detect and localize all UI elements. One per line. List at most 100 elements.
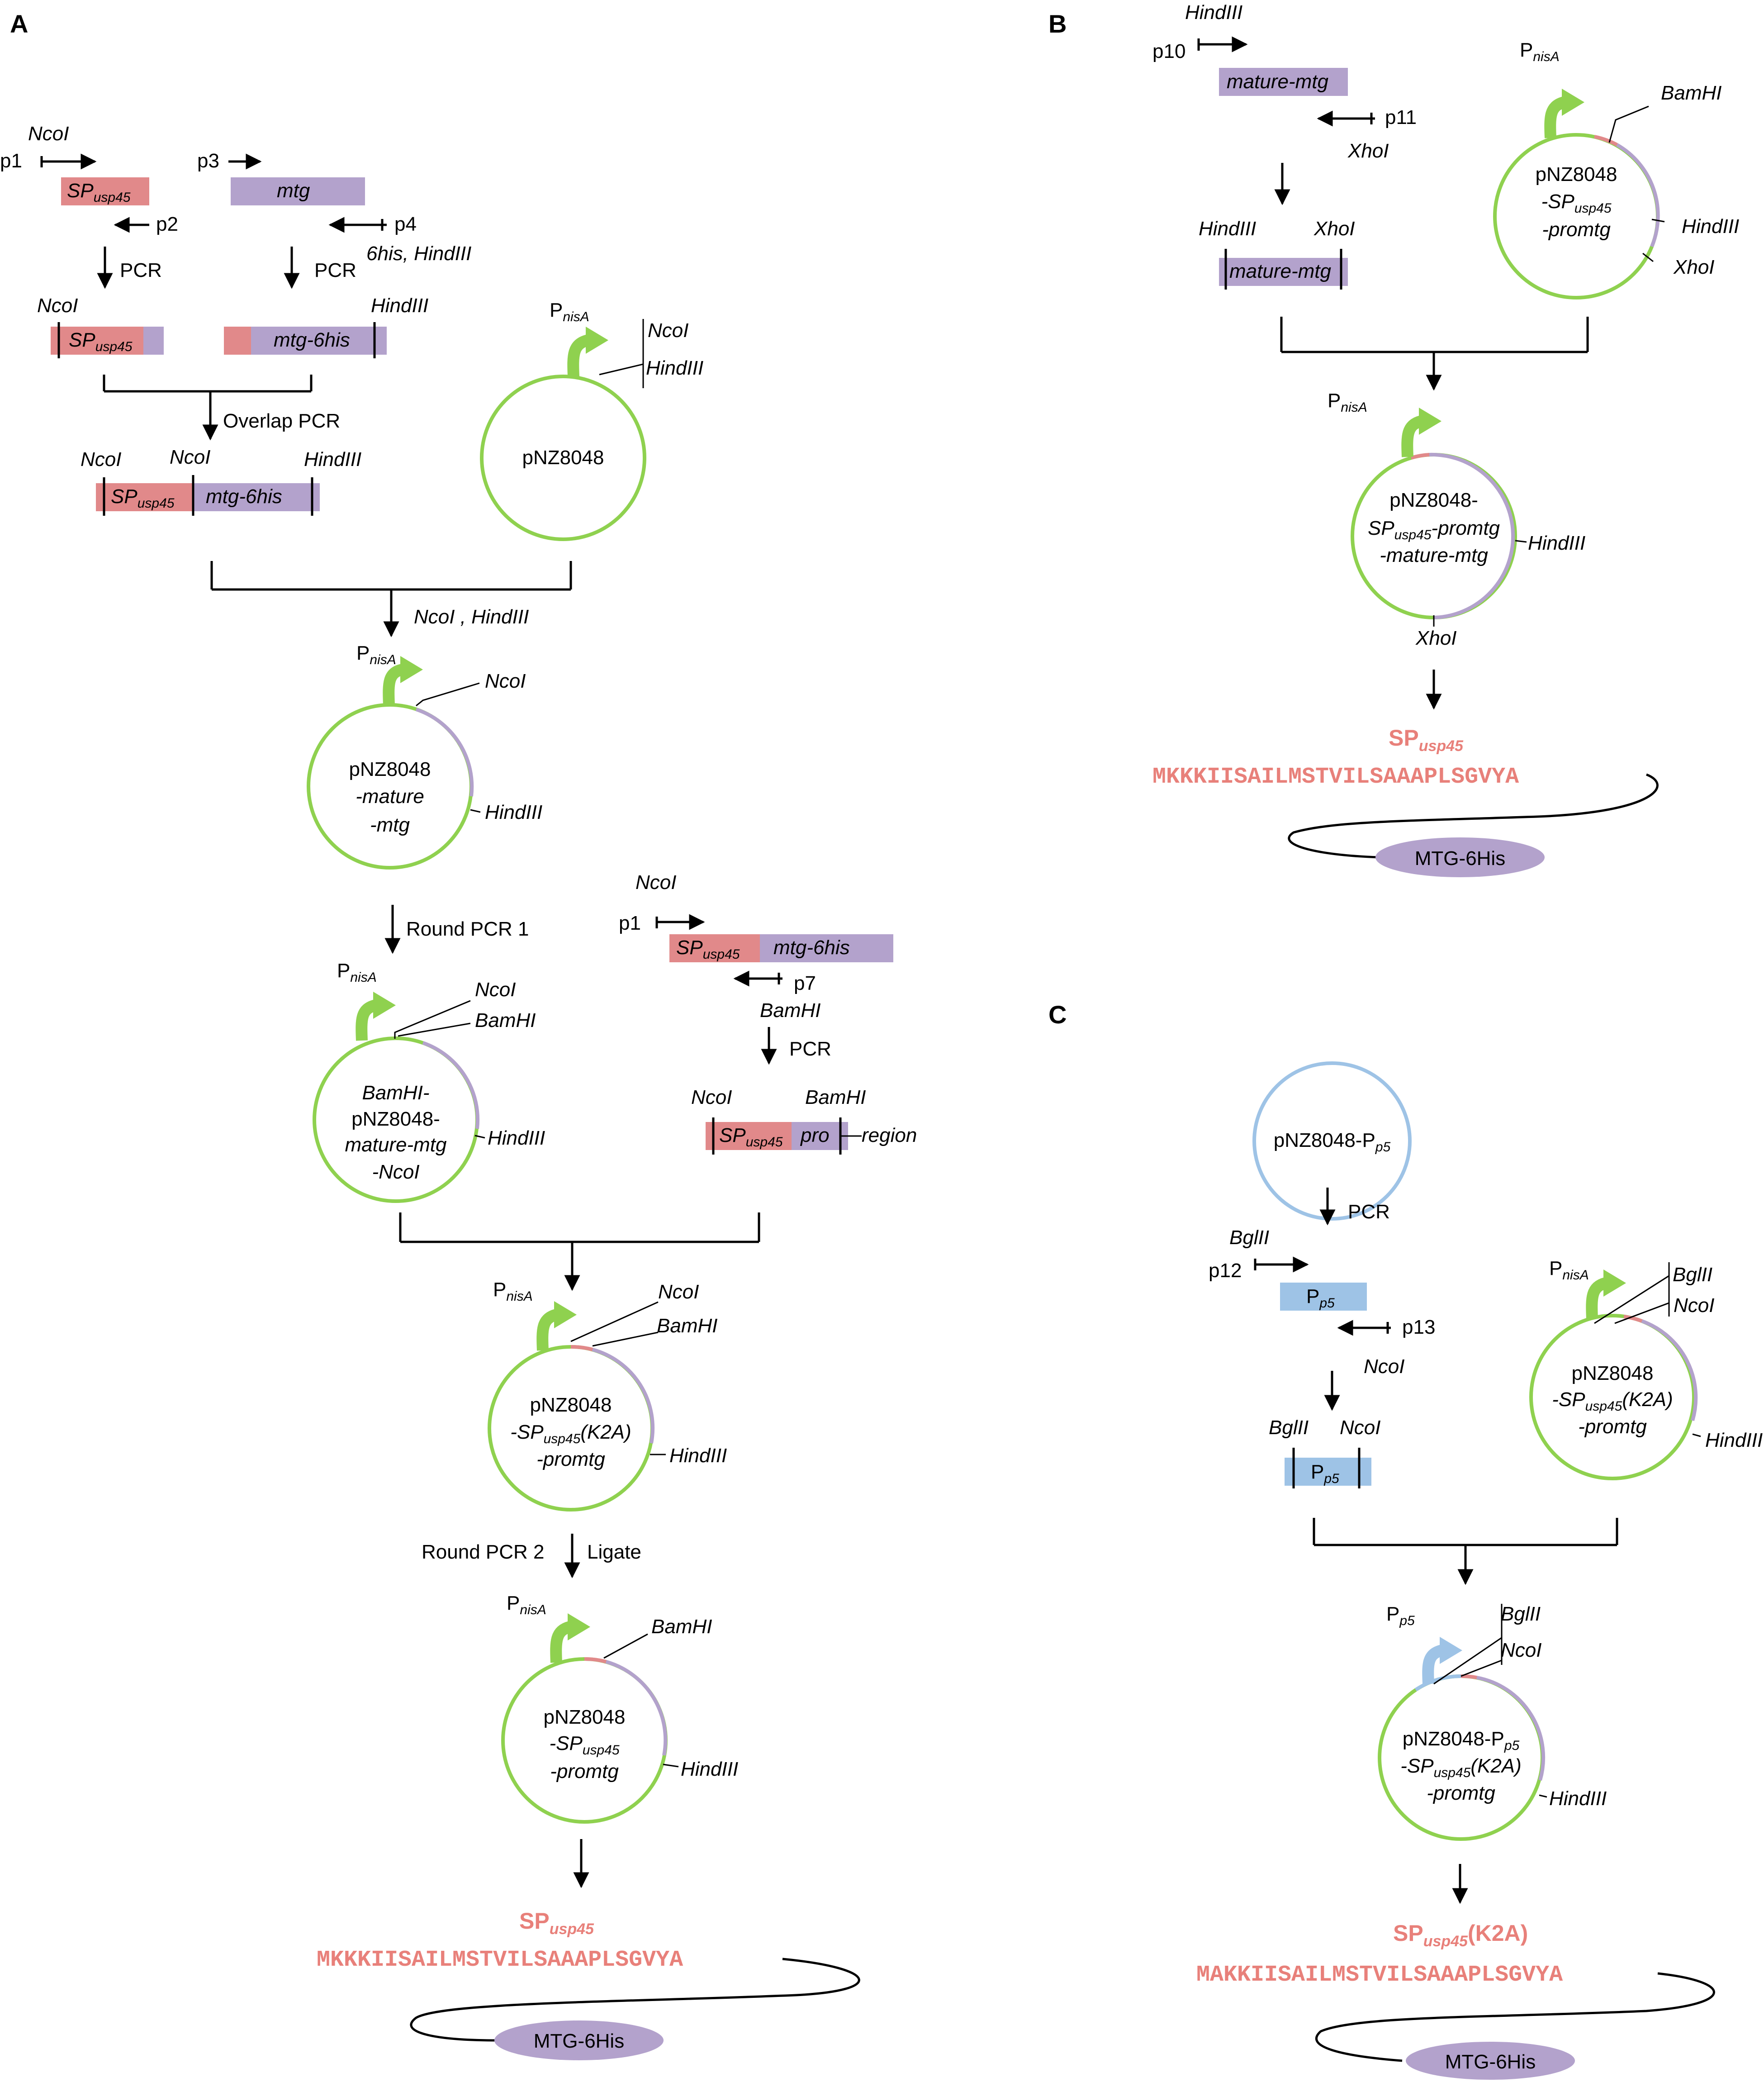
panel-c: pNZ8048-Pp5 PCR BglII p12 Pp5 p13 NcoI B… xyxy=(1196,1061,1763,2080)
promoter-label: PnisA xyxy=(493,1279,533,1304)
protein-label: MTG-6His xyxy=(534,2030,624,2052)
signal-peptide-sequence: MAKKIISAILMSTVILSAAAPLSGVYA xyxy=(1196,1962,1563,1988)
plasmid-name-line: pNZ8048 xyxy=(530,1394,612,1416)
pcr-label: PCR xyxy=(1348,1201,1390,1223)
panel-b-label: B xyxy=(1048,10,1067,38)
ncoi-site-label: NcoI xyxy=(1674,1294,1714,1317)
plasmid-name-line: -mature-mtg xyxy=(1380,544,1488,566)
ncoi-site-label: NcoI xyxy=(1364,1355,1404,1378)
panel-a: NcoI p1 SPusp45 p2 p3 mtg p4 6his, HindI… xyxy=(0,123,917,2060)
primer-p12-label: p12 xyxy=(1209,1260,1242,1282)
pcr-label: PCR xyxy=(789,1038,831,1060)
bglii-site-label: BglII xyxy=(1501,1603,1541,1625)
bamhi-site-label: BamHI xyxy=(760,999,820,1022)
digest-label: NcoI , HindIII xyxy=(414,606,529,628)
bamhi-site-label: BamHI xyxy=(475,1009,536,1031)
mature-mtg-label: mature-mtg xyxy=(1229,260,1331,282)
panel-c-label: C xyxy=(1048,1000,1067,1029)
mtg-6his-label: mtg-6his xyxy=(274,329,350,351)
ncoi-site-label: NcoI xyxy=(170,446,210,468)
plasmid-name-line: -promtg xyxy=(1542,219,1611,241)
bamhi-site-label: BamHI xyxy=(657,1315,717,1337)
bent-arrow-icon xyxy=(1422,1645,1444,1684)
primer-p1-label: p1 xyxy=(0,150,22,172)
plasmid-name-line: SPusp45-promtg xyxy=(1368,517,1500,542)
overlap-pcr-label: Overlap PCR xyxy=(223,410,340,432)
peptide-linker xyxy=(1288,773,1659,859)
ncoi-site-label: NcoI xyxy=(658,1281,699,1303)
mtg-6his-protein xyxy=(1406,2042,1575,2080)
plasmid-name-line: -mtg xyxy=(370,814,410,836)
plasmid-name-line: -promtg xyxy=(1578,1416,1647,1438)
primer-p10-label: p10 xyxy=(1152,40,1185,62)
hindiii-site-label: HindIII xyxy=(1185,1,1242,24)
hindiii-site-label: HindIII xyxy=(304,448,361,471)
sp-usp45-label: SPusp45 xyxy=(69,329,133,354)
mtg-6his-label: mtg-6his xyxy=(773,936,850,959)
panel-b: HindIII p10 mature-mtg p11 XhoI HindIII … xyxy=(1152,1,1739,877)
hindiii-site-label: HindIII xyxy=(1528,532,1585,554)
protein-label: MTG-6His xyxy=(1445,2051,1536,2073)
plasmid-name-line: pNZ8048- xyxy=(351,1108,440,1130)
ncoi-site-label: NcoI xyxy=(28,123,69,145)
primer-p3-label: p3 xyxy=(197,150,219,172)
bent-arrow-icon xyxy=(550,1621,572,1663)
bglii-site-label: BglII xyxy=(1229,1226,1269,1249)
peptide-linker xyxy=(1315,1972,1715,2062)
hindiii-site-label: HindIII xyxy=(1682,215,1739,238)
p5-label: Pp5 xyxy=(1311,1461,1339,1486)
ncoi-site-label: NcoI xyxy=(635,871,676,894)
xhoi-site-label: XhoI xyxy=(1347,140,1389,162)
bent-arrow-icon xyxy=(1401,415,1423,457)
sp-usp45-label: SPusp45 xyxy=(111,485,175,511)
primer-p7-label: p7 xyxy=(794,972,816,994)
pnz8048-label: pNZ8048 xyxy=(522,447,604,469)
promoter-label: PnisA xyxy=(1520,39,1560,64)
plasmid-name-line: -NcoI xyxy=(372,1161,419,1183)
hindiii-site-label: HindIII xyxy=(681,1758,738,1780)
signal-peptide-sequence: MKKKIISAILMSTVILSAAAPLSGVYA xyxy=(1152,764,1519,790)
sp-usp45-fragment xyxy=(61,177,149,205)
ligate-label: Ligate xyxy=(587,1541,641,1563)
mtg-6his-protein xyxy=(1375,837,1545,877)
plasmid-name-line: -SPusp45(K2A) xyxy=(510,1421,631,1446)
mature-mtg-label: mature-mtg xyxy=(1227,71,1328,93)
xhoi-site-label: XhoI xyxy=(1415,627,1457,649)
promoter-label: PnisA xyxy=(1549,1257,1589,1283)
bent-arrow-icon xyxy=(1586,1277,1608,1319)
plasmid-name-line: -promtg xyxy=(550,1760,619,1783)
bent-arrow-icon xyxy=(536,1309,558,1351)
promoter-label: PnisA xyxy=(550,299,589,324)
hindiii-site-label: HindIII xyxy=(485,801,542,823)
bamhi-site-label: BamHI xyxy=(651,1616,712,1638)
promoter-label: PnisA xyxy=(337,960,377,985)
ncoi-site-label: NcoI xyxy=(475,979,516,1001)
bent-arrow-icon xyxy=(567,334,590,377)
pro-label: pro xyxy=(800,1124,830,1146)
xhoi-site-label: XhoI xyxy=(1314,218,1355,240)
primer-p1-label: p1 xyxy=(619,912,641,934)
round-pcr-2-label: Round PCR 2 xyxy=(422,1541,544,1563)
region-label: region xyxy=(862,1124,917,1146)
sp-usp45-label: SPusp45 xyxy=(676,936,740,962)
plasmid-name-line: pNZ8048- xyxy=(1389,489,1478,511)
sp-usp45-k2a-heading: SPusp45(K2A) xyxy=(1393,1920,1528,1950)
sp-usp45-label: SPusp45 xyxy=(719,1124,783,1150)
plasmid-name-line: pNZ8048 xyxy=(349,758,431,780)
bamhi-site-label: BamHI xyxy=(805,1086,866,1108)
plasmid-name-line: -SPusp45(K2A) xyxy=(1552,1388,1673,1414)
primer-p4-label: p4 xyxy=(394,213,417,235)
pcr-label: PCR xyxy=(120,259,162,281)
mtg-6his-label: mtg-6his xyxy=(206,485,282,508)
hindiii-site-label: HindIII xyxy=(1705,1429,1763,1451)
ncoi-site-label: NcoI xyxy=(691,1086,732,1108)
p5-fragment xyxy=(1280,1283,1367,1311)
panel-a-label: A xyxy=(10,10,28,38)
hindiii-site-label: HindIII xyxy=(646,357,703,379)
p5-label: Pp5 xyxy=(1306,1285,1335,1311)
ncoi-site-label: NcoI xyxy=(81,448,121,471)
bamhi-site-label: BamHI xyxy=(1661,82,1721,104)
sp-usp45-heading: SPusp45 xyxy=(1389,725,1464,755)
plasmid-name-line: BamHI- xyxy=(362,1082,429,1104)
hindiii-site-label: HindIII xyxy=(1199,218,1256,240)
